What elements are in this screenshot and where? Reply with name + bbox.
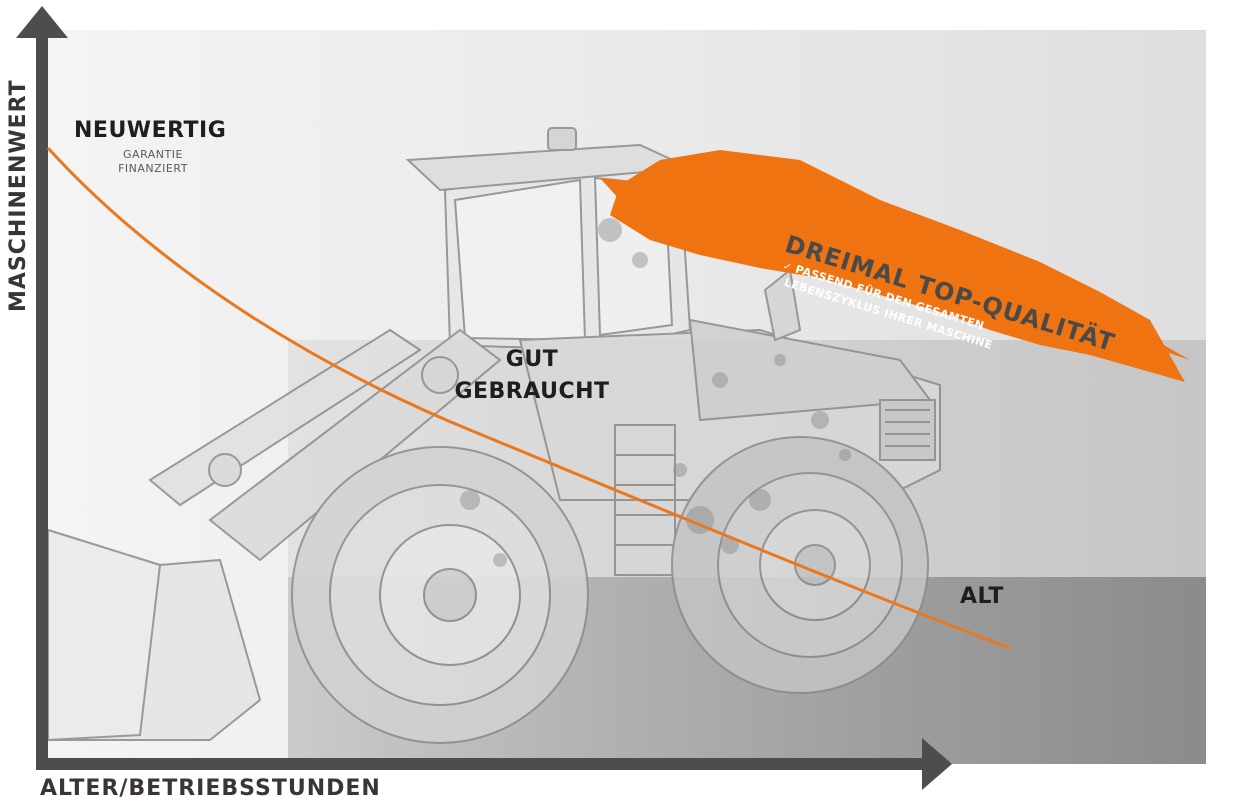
x-axis-label: ALTER/BETRIEBSSTUNDEN xyxy=(40,776,381,801)
brush-stroke-banner xyxy=(610,150,1185,382)
zone-new-sub-line: FINANZIERT xyxy=(118,162,188,175)
checkmark-icon: ✓ xyxy=(781,260,794,274)
x-axis-arrow-icon xyxy=(922,738,952,790)
zone-new-sub-line: GARANTIE xyxy=(123,148,183,161)
zone-old-title: ALT xyxy=(960,584,1004,609)
zone-used-title-line: GUT xyxy=(505,347,559,372)
y-axis-arrow-icon xyxy=(16,6,68,38)
zone-used-title-line: GEBRAUCHT xyxy=(454,379,610,404)
front-wheel xyxy=(291,446,589,744)
x-axis xyxy=(36,738,952,790)
zone-new-title: NEUWERTIG xyxy=(74,118,227,143)
y-axis-label: MASCHINENWERT xyxy=(6,79,31,312)
zone-new-subtitle: GARANTIE FINANZIERT xyxy=(98,148,208,176)
wheel-loader-illustration xyxy=(47,127,941,744)
zone-used-title: GUT GEBRAUCHT xyxy=(452,344,612,408)
value-curve xyxy=(46,146,1011,650)
y-axis xyxy=(16,6,68,770)
